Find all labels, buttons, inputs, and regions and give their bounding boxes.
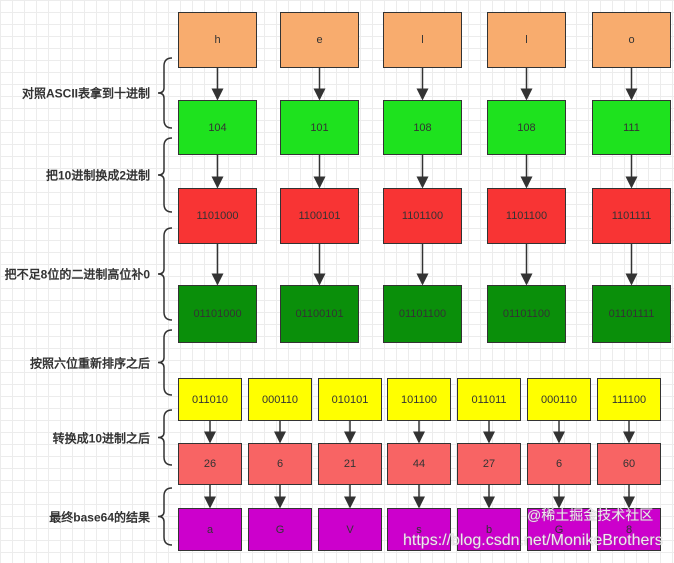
step-label: 把10进制换成2进制 <box>45 168 150 183</box>
chars-box: o <box>592 12 671 68</box>
watermark-url: https://blog.csdn.net/MonikeBrothers <box>403 532 663 549</box>
six-bit-box: 010101 <box>318 378 382 421</box>
base64-box: s <box>387 508 451 551</box>
step-label: 转换成10进制之后 <box>52 431 150 445</box>
binary-8bit-box: 01101100 <box>487 285 566 343</box>
six-bit-decimal-box: 27 <box>457 443 521 485</box>
binary-8bit-box: 01100101 <box>280 285 359 343</box>
step-label: 把不足8位的二进制高位补0 <box>4 267 150 282</box>
binary-box: 1101100 <box>383 188 462 244</box>
six-bit-decimal-box: 60 <box>597 443 661 485</box>
binary-box: 1101100 <box>487 188 566 244</box>
six-bit-box: 000110 <box>248 378 312 421</box>
six-bit-box: 101100 <box>387 378 451 421</box>
watermark-community: @稀土掘金技术社区 <box>527 507 654 523</box>
decimal-box: 108 <box>383 100 462 155</box>
base64-box: b <box>457 508 521 551</box>
binary-8bit-box: 01101111 <box>592 285 671 343</box>
base64-box: 8 <box>597 508 661 551</box>
decimal-box: 108 <box>487 100 566 155</box>
chars-box: h <box>178 12 257 68</box>
six-bit-box: 111100 <box>597 378 661 421</box>
decimal-box: 104 <box>178 100 257 155</box>
binary-box: 1101111 <box>592 188 671 244</box>
decimal-box: 111 <box>592 100 671 155</box>
step-label: 按照六位重新排序之后 <box>29 356 150 370</box>
six-bit-box: 011011 <box>457 378 521 421</box>
six-bit-decimal-box: 26 <box>178 443 242 485</box>
chars-box: e <box>280 12 359 68</box>
chars-box: l <box>487 12 566 68</box>
binary-8bit-box: 01101100 <box>383 285 462 343</box>
binary-box: 1100101 <box>280 188 359 244</box>
brace <box>157 227 173 321</box>
binary-box: 1101000 <box>178 188 257 244</box>
binary-8bit-box: 01101000 <box>178 285 257 343</box>
base64-box: G <box>248 508 312 551</box>
six-bit-box: 000110 <box>527 378 591 421</box>
brace <box>157 57 173 129</box>
six-bit-decimal-box: 44 <box>387 443 451 485</box>
six-bit-decimal-box: 6 <box>248 443 312 485</box>
chars-box: l <box>383 12 462 68</box>
six-bit-decimal-box: 21 <box>318 443 382 485</box>
step-label: 最终base64的结果 <box>49 510 150 524</box>
brace <box>157 487 173 546</box>
base64-box: V <box>318 508 382 551</box>
brace <box>157 409 173 466</box>
brace <box>157 329 173 396</box>
six-bit-decimal-box: 6 <box>527 443 591 485</box>
decimal-box: 101 <box>280 100 359 155</box>
brace <box>157 137 173 213</box>
six-bit-box: 011010 <box>178 378 242 421</box>
step-label: 对照ASCII表拿到十进制 <box>21 86 150 101</box>
base64-box: a <box>178 508 242 551</box>
base64-box: G <box>527 508 591 551</box>
